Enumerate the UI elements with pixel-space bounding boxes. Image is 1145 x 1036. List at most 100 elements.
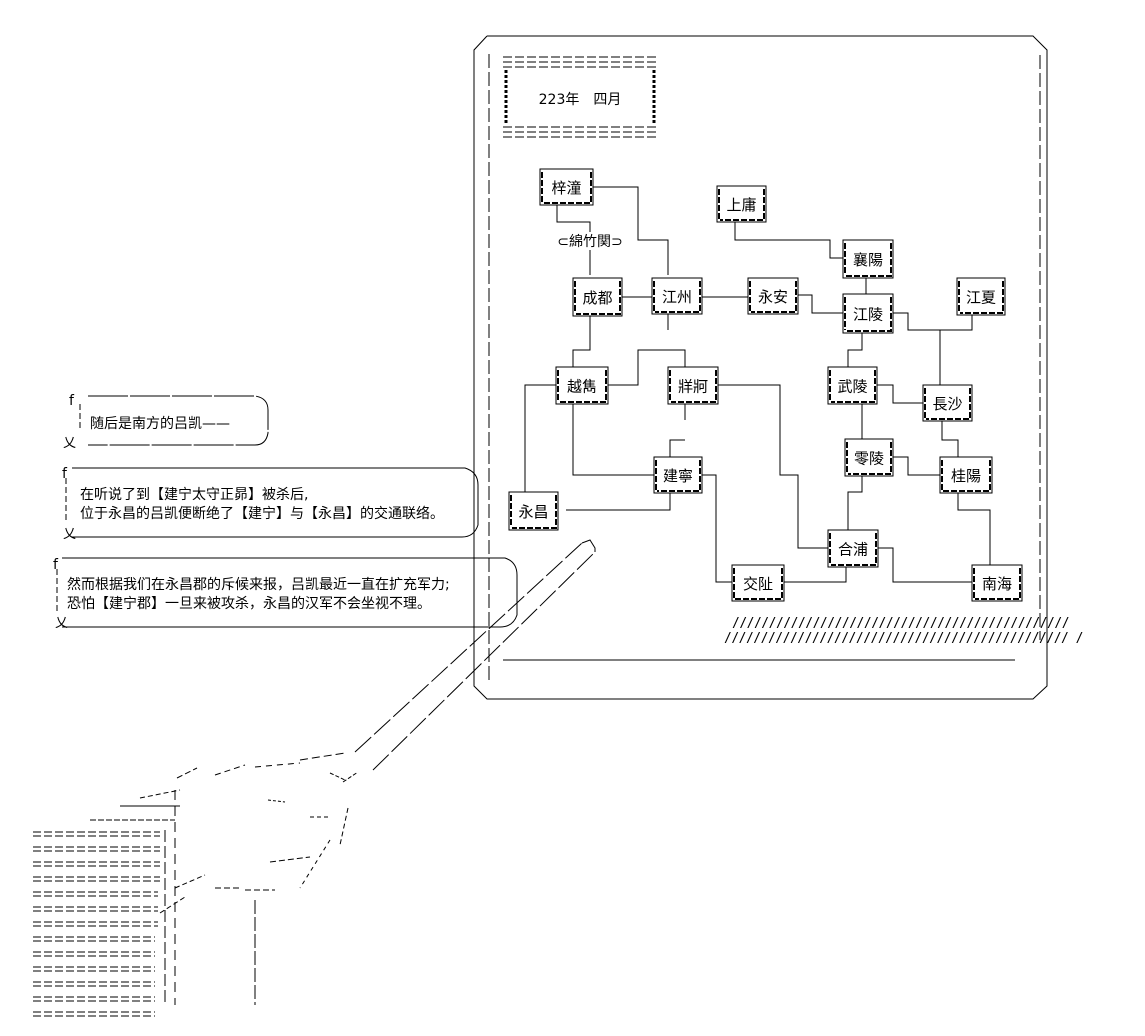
city-box-shadow-wuling	[831, 370, 876, 403]
city-box-hepu	[827, 529, 879, 568]
city-label-yuexi: 越雋	[567, 378, 597, 396]
bubble-1-tail: 乂	[63, 436, 76, 451]
date-box	[503, 56, 658, 138]
city-box-shadow-zitong	[543, 172, 592, 204]
map-date: 223年 四月	[539, 92, 622, 108]
city-label-jiangxia: 江夏	[966, 289, 996, 307]
city-box-shadow-lingling	[848, 442, 892, 475]
city-box-xiangyang	[842, 239, 894, 279]
city-box-shadow-xiangyang	[846, 243, 892, 277]
city-node-zangke: 牂牁	[667, 366, 719, 405]
bubble-1-line-1: 随后是南方的吕凯——	[90, 416, 230, 432]
city-node-shangyong: 上庸	[716, 185, 767, 223]
speech-bubble-2: f 在听说了到【建宁太守正昴】被杀后, 位于永昌的吕凯便断绝了【建宁】与【永昌】…	[62, 466, 479, 542]
city-box-shadow-zangke	[671, 370, 717, 403]
city-box-zangke	[667, 366, 719, 405]
bubble-3-mark: f	[53, 557, 59, 573]
city-node-xiangyang: 襄陽	[842, 239, 894, 279]
bubble-2-tail: 乂	[63, 527, 76, 542]
hatch-line-2: ////////////////////////////////////////…	[724, 631, 1083, 646]
bubble-3-line-2: 恐怕【建宁郡】一旦来被攻杀，永昌的汉军不会坐视不理。	[67, 595, 431, 612]
map-board	[473, 35, 1048, 700]
city-node-changsha: 長沙	[922, 384, 973, 422]
city-label-nanhai: 南海	[982, 575, 1012, 593]
city-node-wuling: 武陵	[827, 366, 878, 405]
city-label-jiangzhou: 江州	[662, 288, 692, 306]
city-box-shadow-nanhai	[975, 568, 1021, 600]
city-box-shadow-hepu	[831, 533, 877, 566]
city-box-wuling	[827, 366, 878, 405]
city-box-shadow-jiaozhi	[735, 568, 783, 600]
city-box-shadow-yongan	[751, 281, 797, 313]
city-node-nanhai: 南海	[971, 564, 1023, 602]
city-node-guiyang: 桂陽	[939, 456, 993, 494]
city-node-jiangzhou: 江州	[651, 277, 703, 315]
city-label-shangyong: 上庸	[726, 196, 756, 214]
city-box-shadow-changsha	[926, 388, 971, 420]
bubble-2-line-2: 位于永昌的吕凯便断绝了【建宁】与【永昌】的交通联络。	[80, 505, 444, 522]
city-node-jiangling: 江陵	[842, 293, 894, 334]
city-node-hepu: 合浦	[827, 529, 879, 568]
city-label-yongan: 永安	[758, 288, 788, 306]
city-box-shangyong	[716, 185, 767, 223]
city-label-yongchang: 永昌	[518, 503, 548, 521]
city-box-jiangzhou	[651, 277, 703, 315]
city-node-zitong: 梓潼	[539, 168, 594, 206]
city-box-zitong	[539, 168, 594, 206]
pointer-stick	[342, 539, 596, 783]
bubble-2-line-1: 在听说了到【建宁太守正昴】被杀后,	[80, 486, 308, 503]
hand-art	[33, 752, 349, 1017]
city-label-zitong: 梓潼	[551, 179, 581, 197]
city-box-shadow-chengdu	[576, 281, 621, 315]
city-box-jiangxia	[956, 277, 1006, 316]
city-label-jiangling: 江陵	[853, 306, 883, 324]
city-box-jiangling	[842, 293, 894, 334]
city-box-yongchang	[508, 491, 559, 531]
city-box-chengdu	[572, 277, 623, 317]
city-label-xiangyang: 襄陽	[853, 251, 883, 269]
city-label-lingling: 零陵	[854, 450, 884, 468]
city-label-wuling: 武陵	[837, 378, 867, 396]
speech-bubble-1: f 随后是南方的吕凯—— 乂	[63, 393, 269, 451]
city-node-yongchang: 永昌	[508, 491, 559, 531]
city-label-jiaozhi: 交阯	[743, 575, 773, 593]
city-box-jiaozhi	[731, 564, 785, 602]
pass-mianzhu: ⊂綿竹関⊃	[557, 234, 622, 250]
city-box-lingling	[844, 438, 894, 477]
city-box-shadow-yongchang	[512, 495, 557, 529]
city-label-changsha: 長沙	[932, 395, 962, 413]
city-node-chengdu: 成都	[572, 277, 623, 317]
city-box-shadow-guiyang	[943, 460, 991, 492]
city-node-lingling: 零陵	[844, 438, 894, 477]
city-node-jianning: 建寧	[653, 456, 703, 494]
city-box-nanhai	[971, 564, 1023, 602]
bubble-1-mark: f	[69, 393, 75, 409]
city-box-shadow-jiangxia	[960, 281, 1004, 314]
speech-bubble-3: f 然而根据我们在永昌郡的斥候来报，吕凯最近一直在扩充军力; 恐怕【建宁郡】一旦…	[53, 557, 518, 631]
city-box-changsha	[922, 384, 973, 422]
city-box-jianning	[653, 456, 703, 494]
city-box-shadow-yuexi	[559, 370, 607, 403]
city-box-shadow-jiangling	[846, 297, 892, 332]
bubble-3-tail: 乂	[55, 616, 68, 631]
city-label-zangke: 牂牁	[678, 378, 708, 396]
city-label-jianning: 建寧	[663, 467, 693, 485]
city-label-hepu: 合浦	[838, 541, 868, 559]
city-label-chengdu: 成都	[582, 289, 612, 307]
city-box-shadow-jianning	[657, 460, 701, 492]
city-node-jiangxia: 江夏	[956, 277, 1006, 316]
city-node-yongan: 永安	[747, 277, 799, 315]
city-box-shadow-jiangzhou	[655, 281, 701, 313]
bubble-3-line-1: 然而根据我们在永昌郡的斥候来报，吕凯最近一直在扩充军力;	[67, 576, 450, 593]
city-node-yuexi: 越雋	[555, 366, 609, 405]
map-routes	[524, 186, 991, 583]
city-node-jiaozhi: 交阯	[731, 564, 785, 602]
city-box-yuexi	[555, 366, 609, 405]
city-box-guiyang	[939, 456, 993, 494]
hatch-line-1: ////////////////////////////////////////…	[732, 616, 1069, 631]
city-box-shadow-shangyong	[720, 189, 765, 221]
bubble-2-mark: f	[62, 466, 68, 482]
city-label-guiyang: 桂陽	[951, 467, 981, 485]
